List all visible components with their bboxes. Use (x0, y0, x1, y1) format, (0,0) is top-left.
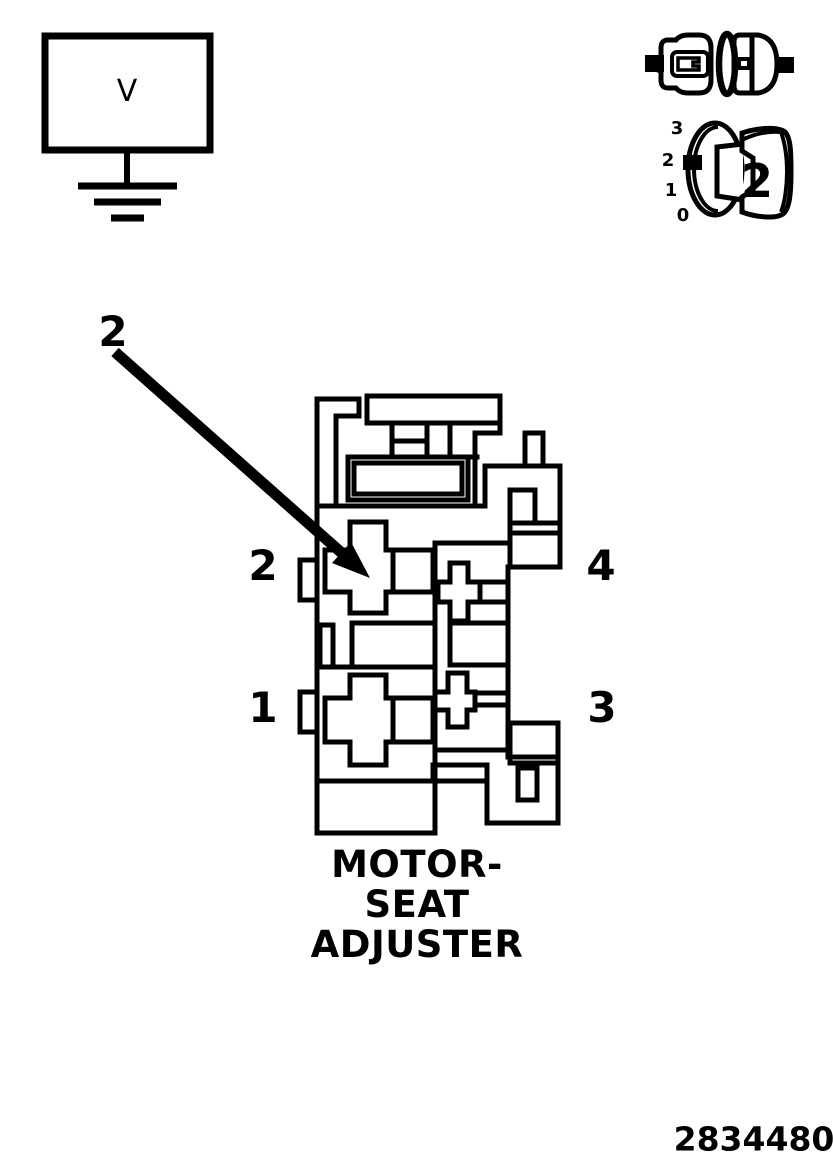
pin-4-cavity (435, 560, 483, 624)
pin-1-cavity (322, 672, 396, 768)
component-caption: MOTOR- SEAT ADJUSTER (311, 845, 524, 965)
callout-label: 2 (98, 307, 128, 356)
caption-line-2: SEAT (364, 883, 470, 926)
pin-3-cavity (432, 670, 478, 730)
ground-icon (78, 150, 177, 222)
pin-label-4: 4 (586, 541, 616, 590)
top-right-small-tab (522, 430, 546, 469)
callout-arrow (111, 347, 370, 578)
caption-line-1: MOTOR- (331, 843, 503, 886)
rotary-dial-icon (683, 120, 794, 220)
dial-marker (683, 155, 702, 170)
pin-2-cavity (322, 519, 396, 616)
dial-tick-2: 2 (661, 150, 675, 171)
connector-face-drawing (297, 393, 563, 836)
voltmeter-label: V (116, 74, 138, 109)
pin-label-2: 2 (248, 541, 278, 590)
dial-tick-3: 3 (670, 118, 684, 139)
left-tab-upper (297, 557, 320, 603)
pin-label-3: 3 (587, 683, 617, 732)
left-tab-lower (297, 689, 320, 735)
wire-stub-right (777, 57, 794, 73)
caption-line-3: ADJUSTER (310, 923, 524, 966)
pin-label-1: 1 (248, 683, 278, 732)
dial-selected-value: 2 (740, 154, 774, 208)
connector-pair-icon (645, 30, 794, 98)
part-number: 2834480 (673, 1119, 833, 1159)
dial-tick-0: 0 (676, 205, 690, 226)
dial-tick-1: 1 (664, 180, 678, 201)
